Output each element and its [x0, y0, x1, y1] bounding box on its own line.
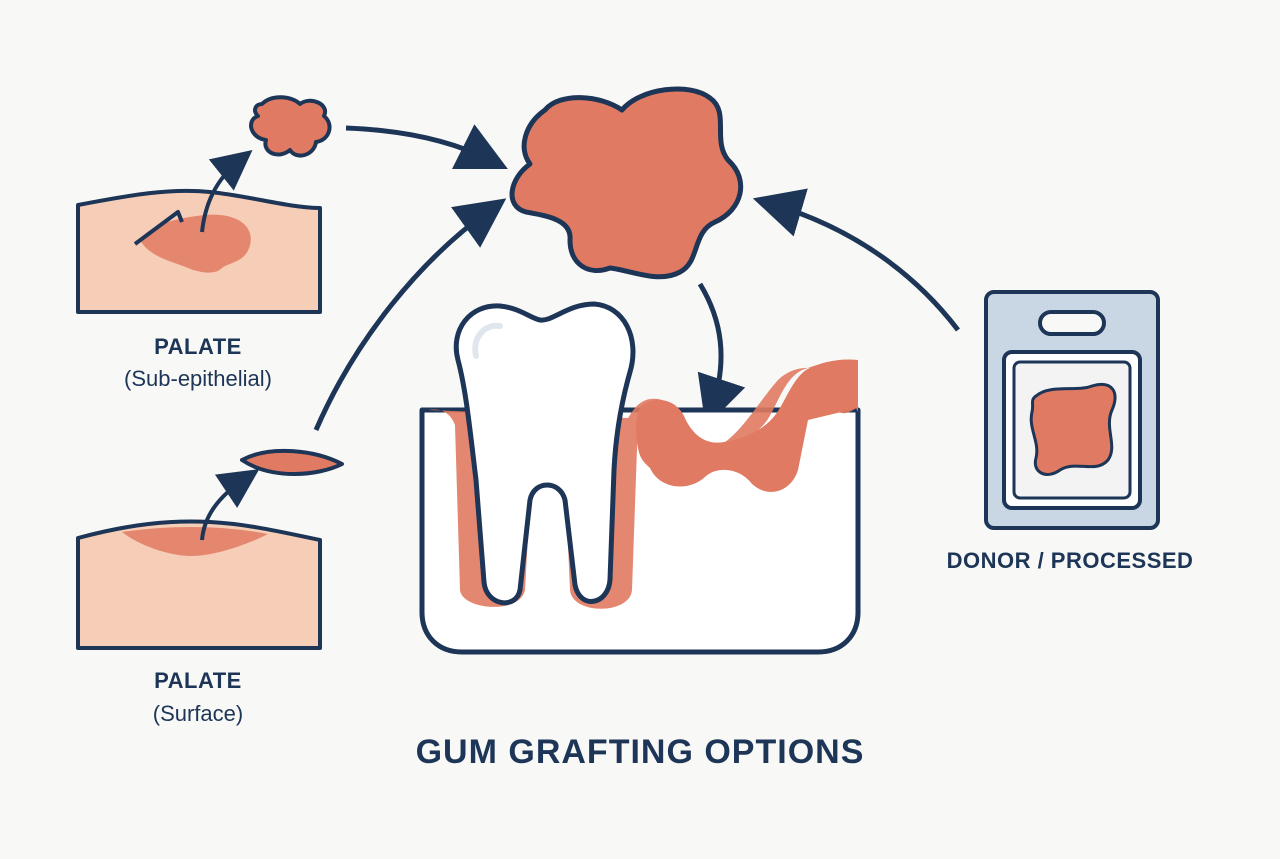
- central-graft-tissue: [512, 89, 741, 277]
- palate-sub-epithelial-title: PALATE: [98, 334, 298, 360]
- surface-graft-piece: [242, 451, 342, 474]
- arrow-sub-to-graft: [346, 128, 490, 160]
- palate-surface-subtitle: (Surface): [98, 701, 298, 727]
- palate-sub-epithelial-subtitle: (Sub-epithelial): [68, 366, 328, 392]
- palate-surface-title: PALATE: [98, 668, 298, 694]
- donor-graft-piece: [1031, 384, 1115, 474]
- gum-and-tooth: [422, 304, 858, 652]
- diagram-title: GUM GRAFTING OPTIONS: [290, 733, 990, 772]
- sub-epithelial-graft-piece: [251, 97, 330, 155]
- arrow-donor-to-graft: [772, 204, 958, 330]
- arrow-graft-to-gum: [700, 284, 721, 408]
- donor-package: [986, 292, 1158, 528]
- palate-surface-block: [78, 522, 320, 648]
- donor-processed-title: DONOR / PROCESSED: [900, 548, 1240, 574]
- palate-sub-epithelial-block: [78, 191, 320, 312]
